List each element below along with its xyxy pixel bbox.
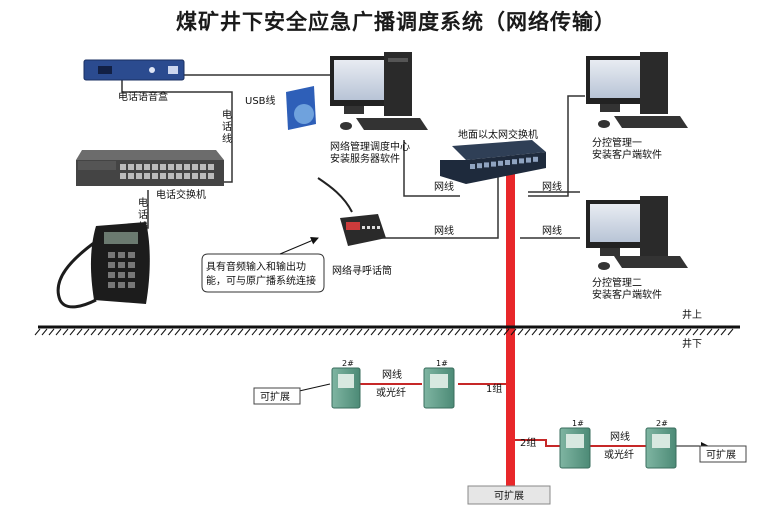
net-cable-label-4: 网线 [542, 224, 562, 237]
server-label-line2: 安装服务器软件 [330, 152, 400, 165]
voice-box-label: 电话语音盒 [118, 90, 168, 103]
paging-microphone-icon [317, 177, 386, 246]
expand-label-bottom: 可扩展 [494, 489, 524, 502]
phone-switch-device [76, 150, 224, 186]
surface-cables [121, 74, 585, 239]
link2-label-b: 或光纤 [604, 448, 634, 461]
ethernet-switch-device [440, 140, 546, 184]
voice-box-device [83, 59, 185, 81]
software-box-icon [286, 86, 316, 130]
callout-bubble [201, 237, 325, 293]
client1-label-line2: 安装客户端软件 [592, 148, 662, 161]
client2-computer-icon [586, 196, 688, 270]
link1-label-a: 网线 [382, 368, 402, 381]
expand-label-right: 可扩展 [706, 448, 736, 461]
ground-line [34, 325, 740, 336]
net-cable-label-2: 网线 [542, 180, 562, 193]
phone-switch-label: 电话交换机 [156, 188, 206, 201]
client2-label-line2: 安装客户端软件 [592, 288, 662, 301]
station-number-1b: 1# [572, 419, 584, 428]
expand-label-left: 可扩展 [260, 390, 290, 403]
usb-cable-label: USB线 [245, 94, 276, 107]
server-computer-icon [330, 52, 428, 130]
expand-box-left [253, 387, 301, 405]
ethernet-switch-label: 地面以太网交换机 [458, 128, 538, 141]
underground-cables [358, 383, 646, 447]
telephone-icon [56, 222, 150, 309]
link2-label-a: 网线 [610, 430, 630, 443]
station-2-group1 [331, 367, 361, 409]
net-cable-label-1: 网线 [434, 180, 454, 193]
client1-computer-icon [586, 52, 688, 128]
net-cable-label-3: 网线 [434, 224, 454, 237]
expand-box-bottom [467, 485, 551, 505]
svg-text:电话线: 电话线 [222, 108, 232, 145]
link1-label-b: 或光纤 [376, 386, 406, 399]
group1-label: 1组 [486, 382, 502, 395]
station-1-group2 [559, 427, 591, 469]
callout-line1: 具有音频输入和输出功 [206, 260, 306, 273]
phone-line-label-1: 电话线 [222, 108, 232, 145]
paging-mic-label: 网络寻呼话筒 [332, 264, 392, 277]
diagram-title: 煤矿井下安全应急广播调度系统（网络传输） [176, 9, 616, 34]
client1-label-line1: 分控管理一 [592, 136, 642, 149]
above-ground-label: 井上 [682, 308, 702, 321]
station-number-2a: 2# [342, 359, 354, 368]
station-number-1a: 1# [436, 359, 448, 368]
station-number-2b: 2# [656, 419, 668, 428]
station-2-group2 [645, 427, 677, 469]
client2-label-line1: 分控管理二 [592, 276, 642, 289]
group2-label: 2组 [520, 436, 536, 449]
server-label-line1: 网络管理调度中心 [330, 140, 410, 153]
station-1-group1 [423, 367, 455, 409]
below-ground-label: 井下 [682, 337, 702, 350]
callout-line2: 能，可与原广播系统连接 [206, 274, 316, 287]
expand-box-right [699, 445, 747, 463]
